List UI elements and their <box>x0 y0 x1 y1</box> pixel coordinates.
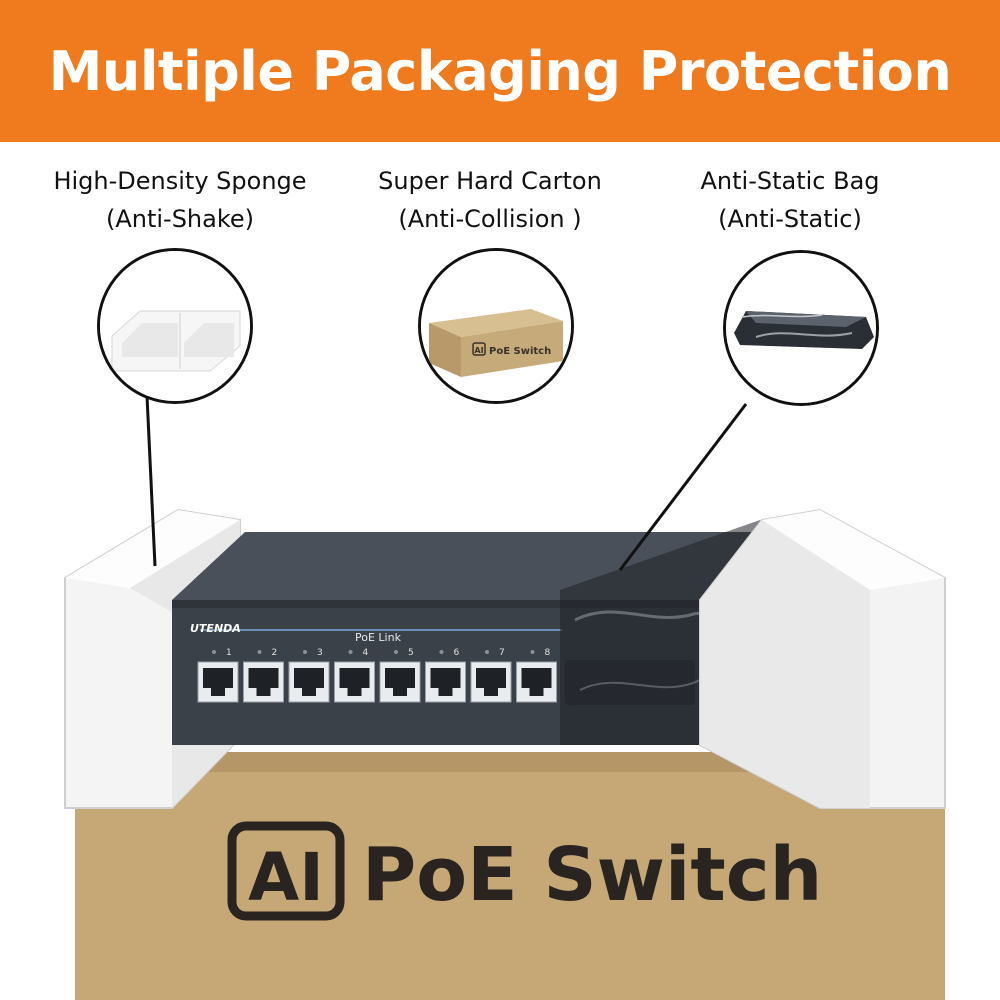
port-number: 5 <box>408 648 414 658</box>
sponge-detail-circle <box>97 248 253 404</box>
header-banner: Multiple Packaging Protection <box>0 0 1000 142</box>
feature-benefit-bag: (Anti-Static) <box>718 205 862 233</box>
port-number: 2 <box>272 648 278 658</box>
page-title: Multiple Packaging Protection <box>48 39 952 103</box>
carton-box-text: PoE Switch <box>489 346 551 357</box>
port-led <box>303 650 307 654</box>
port-led <box>257 650 262 654</box>
switch-brand: UTENDA <box>190 622 241 635</box>
rj45-port <box>197 661 239 703</box>
port-led <box>394 650 398 654</box>
port-led <box>439 650 444 654</box>
rj45-port <box>379 661 421 703</box>
feature-name-bag: Anti-Static Bag <box>700 167 880 195</box>
rj45-port <box>425 661 466 703</box>
port-led <box>348 650 353 654</box>
bag-detail-circle <box>723 250 879 406</box>
port-number: 3 <box>317 648 323 658</box>
pointer-line-bag <box>618 403 748 571</box>
port-number: 7 <box>499 648 505 658</box>
feature-label-carton: Super Hard Carton (Anti-Collision ) <box>340 162 640 238</box>
port-number: 4 <box>363 648 369 658</box>
port-number: 8 <box>545 648 551 658</box>
port-led <box>212 650 216 654</box>
box-logo-text: AI <box>248 839 324 916</box>
port-led <box>485 650 489 654</box>
feature-label-bag: Anti-Static Bag (Anti-Static) <box>640 162 940 238</box>
carton-image: AI PoE Switch <box>421 251 571 401</box>
sponge-image <box>100 251 250 401</box>
feature-benefit-sponge: (Anti-Shake) <box>105 205 255 233</box>
rj45-port <box>288 661 330 703</box>
port-number: 1 <box>226 648 232 658</box>
carton-logo-text: AI <box>474 346 483 355</box>
bag-image <box>726 253 876 403</box>
rj45-port <box>243 661 284 703</box>
feature-benefit-carton: (Anti-Collision ) <box>398 205 582 233</box>
port-number: 6 <box>454 648 460 658</box>
carton-detail-circle: AI PoE Switch <box>418 248 574 404</box>
feature-label-sponge: High-Density Sponge (Anti-Shake) <box>30 162 330 238</box>
foam-right <box>699 508 946 809</box>
feature-name-carton: Super Hard Carton <box>378 167 602 195</box>
box-logo: AI <box>227 821 345 921</box>
port-led <box>530 650 535 654</box>
rj45-port <box>334 661 375 703</box>
pointer-line-sponge <box>145 395 157 567</box>
rj45-port <box>470 661 512 703</box>
box-text: PoE Switch <box>362 832 822 918</box>
panel-label: PoE Link <box>355 631 402 644</box>
feature-name-sponge: High-Density Sponge <box>53 167 307 195</box>
rj45-port <box>516 661 557 703</box>
